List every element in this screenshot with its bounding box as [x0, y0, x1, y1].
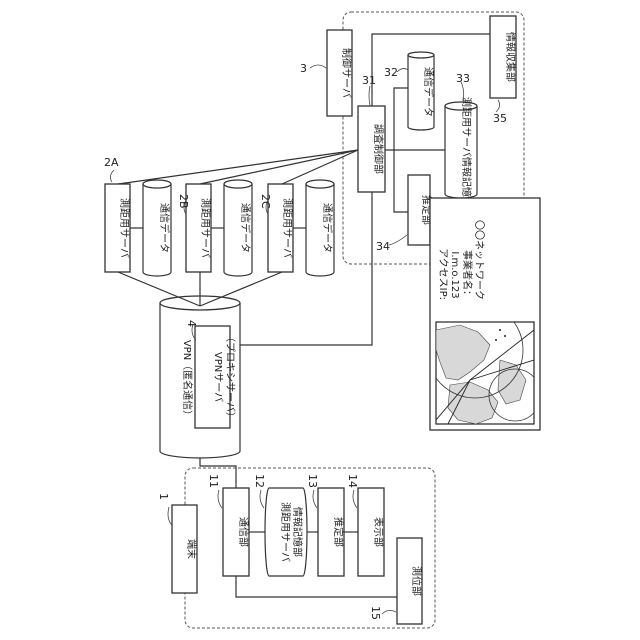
ranging-server-2a-label: 測距用サーバ	[118, 198, 131, 258]
access-ip-label: アクセスIP:	[437, 248, 449, 300]
leader-11	[218, 490, 222, 508]
investigation-control-label: 調査制御部	[372, 124, 385, 174]
terminal-positioning-box: 測位部	[397, 538, 423, 624]
vpn-server-label-line1: VPNサーバ	[212, 352, 224, 402]
terminal-estimation-label: 推定部	[332, 517, 345, 547]
access-ip-value: I.m.o.123	[449, 251, 460, 298]
terminal-display-label: 表示部	[372, 517, 385, 547]
ref-2c: 2C	[259, 194, 272, 209]
vpn-server-label-line2: （プロキシサーバ）	[224, 332, 236, 422]
terminal-server-info-storage-cylinder: 測距用サーバ 情報記憶部 測距用サーバ情報記憶部	[265, 488, 307, 576]
ref-12: 12	[253, 474, 266, 488]
terminal-server-info-storage-label-2: 情報記憶部	[291, 507, 304, 557]
leader-2a	[110, 170, 114, 182]
control-server-info-storage-cylinder: 測距用サーバ情報記憶部	[445, 97, 477, 207]
ranging-server-2c-data: 通信データ	[306, 180, 334, 276]
ranging-server-2c-label: 測距用サーバ	[281, 198, 294, 258]
ref-34: 34	[376, 240, 390, 253]
ref-1: 1	[157, 493, 170, 500]
ref-31: 31	[362, 74, 376, 87]
control-server-box: 制御サーバ	[327, 30, 353, 116]
info-collection-box: 情報収集部	[490, 16, 517, 98]
ref-35: 35	[493, 112, 507, 125]
terminal-server-info-storage-label-1: 測距用サーバ	[279, 502, 292, 562]
link-31-2a	[118, 150, 358, 184]
investigation-control-box: 調査制御部	[358, 106, 385, 192]
leader-34	[389, 235, 407, 245]
link-31-2b	[200, 150, 358, 184]
link-31-34	[394, 150, 408, 212]
control-server-info-storage-label: 測距用サーバ情報記憶部	[460, 97, 473, 207]
vpn-server-box: VPNサーバ （プロキシサーバ）	[195, 326, 236, 428]
ranging-server-2a: 測距用サーバ	[105, 184, 131, 272]
terminal-communication-label: 通信部	[237, 517, 250, 547]
ref-11: 11	[207, 474, 220, 488]
ranging-server-2a-data: 通信データ	[143, 180, 171, 276]
ranging-server-2a-data-label: 通信データ	[158, 203, 171, 253]
leader-15	[382, 610, 396, 614]
ref-14: 14	[346, 474, 359, 488]
control-comm-data-cylinder: 通信データ	[408, 52, 435, 130]
control-estimation-box: 推定部	[408, 175, 433, 245]
control-server-label: 制御サーバ	[340, 48, 353, 98]
terminal-display-box: 表示部	[358, 488, 385, 576]
terminal-box: 端末	[172, 505, 198, 593]
operator-value: 〇〇ネットワーク	[473, 220, 485, 300]
leader-31	[369, 86, 370, 106]
link-31-32	[394, 88, 408, 150]
control-comm-data-label: 通信データ	[422, 67, 435, 117]
ref-15: 15	[369, 606, 382, 620]
ranging-server-2b-label: 測距用サーバ	[199, 198, 212, 258]
leader-14	[353, 490, 357, 508]
leader-3	[310, 65, 326, 68]
ref-3: 3	[300, 62, 307, 75]
terminal-label: 端末	[185, 539, 198, 559]
result-panel: アクセスIP: I.m.o.123 事業者名： 〇〇ネットワーク	[427, 198, 541, 430]
ranging-server-2b-data: 通信データ	[224, 180, 252, 276]
ref-33: 33	[456, 72, 470, 85]
ref-4: 4	[185, 320, 198, 327]
ref-2a: 2A	[104, 156, 119, 169]
operator-label: 事業者名：	[461, 250, 474, 300]
leader-32	[397, 68, 408, 72]
info-collection-label: 情報収集部	[504, 32, 517, 82]
ref-13: 13	[306, 474, 319, 488]
leader-13	[313, 490, 317, 508]
terminal-estimation-box: 推定部	[318, 488, 345, 576]
leader-35	[496, 100, 500, 112]
link-2c-vpn	[200, 272, 282, 306]
ref-32: 32	[384, 66, 398, 79]
ranging-server-2b-data-label: 通信データ	[239, 203, 252, 253]
link-11-15	[236, 576, 397, 597]
link-2a-vpn	[118, 272, 200, 306]
leader-12	[260, 490, 264, 508]
vpn-label: VPN（匿名通信）	[181, 340, 194, 420]
ref-2b: 2B	[177, 194, 190, 209]
terminal-positioning-label: 測位部	[410, 566, 423, 596]
terminal-communication-box: 通信部	[223, 488, 250, 576]
ranging-server-2c-data-label: 通信データ	[321, 203, 334, 253]
